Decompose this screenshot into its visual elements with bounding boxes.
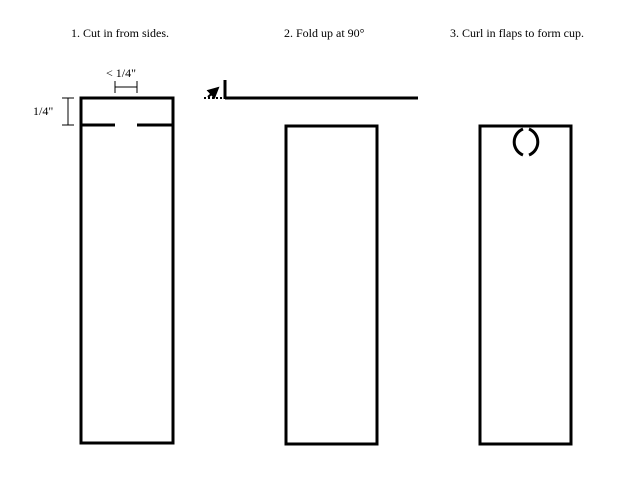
step-3-title: 3. Curl in flaps to form cup. (450, 26, 584, 40)
step-3-strip (478, 124, 573, 446)
step-2-group (204, 80, 418, 446)
step-1-title: 1. Cut in from sides. (71, 26, 169, 40)
cut-depth-label: 1/4" (33, 104, 54, 118)
cut-gap-label: < 1/4" (106, 66, 136, 80)
step-3-group (478, 124, 573, 446)
cut-depth-dimension (62, 97, 74, 126)
cup-left-curl (512, 127, 524, 157)
step-1-strip (79, 96, 175, 445)
step-1-strip-group (62, 81, 175, 445)
fold-arrow-icon (206, 86, 220, 100)
cup-right-curl (528, 127, 540, 157)
fold-side-view (204, 80, 418, 100)
cut-gap-dimension (114, 81, 138, 93)
step-2-strip (284, 124, 379, 446)
step-2-title: 2. Fold up at 90° (284, 26, 365, 40)
